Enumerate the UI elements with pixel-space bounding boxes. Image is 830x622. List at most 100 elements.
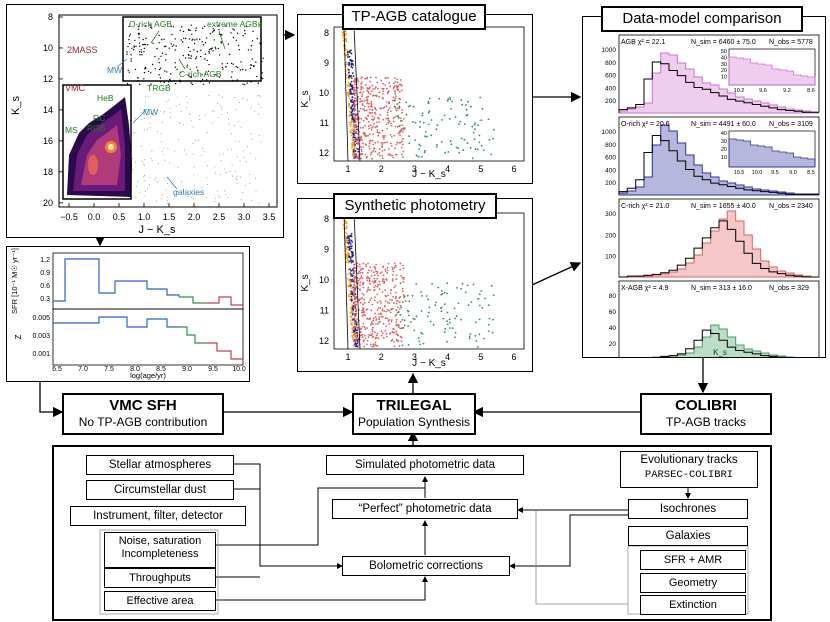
inset-ytick: 10 — [721, 75, 727, 81]
sfh-ytick-bot: 0.001 — [32, 351, 50, 358]
evo-sub: PARSEC-COLIBRI — [644, 469, 734, 481]
inset-ytick: 20 — [721, 68, 727, 74]
cmd-xtick: 3.5 — [263, 212, 276, 222]
cmd-xtick: 0.0 — [88, 212, 101, 222]
comparison-nobs: N_obs = 5778 — [769, 39, 813, 46]
label-extreme: extreme AGBs — [207, 19, 262, 29]
label-mw1: MW — [107, 65, 122, 75]
sfh-ylabel-bot: Z — [14, 334, 23, 339]
cat-xtick: 2 — [379, 164, 384, 174]
sfh-ylabel-top: SFR [10⁻¹ M☉ yr⁻¹] — [10, 248, 19, 314]
syn-xtick: 1 — [345, 352, 350, 362]
label-heb: HeB — [97, 93, 114, 103]
sfh-xlabel: log(age/yr) — [130, 371, 166, 380]
extinction-box[interactable]: Extinction — [640, 595, 746, 615]
comparison-ytick: 800 — [605, 142, 616, 149]
cmd-ylabel: K_s — [10, 96, 22, 115]
sfh-xtick: 7.5 — [104, 366, 114, 373]
comparison-ytick: 1000 — [602, 129, 617, 136]
inset-xtick: 10.2 — [734, 88, 745, 94]
vmc-sfh-title: VMC SFH — [109, 397, 177, 414]
cmd-xtick: 1.0 — [138, 212, 151, 222]
comparison-ytick: 800 — [605, 60, 616, 67]
comparison-ytick: 600 — [605, 155, 616, 162]
label-orich: O-rich AGB — [129, 19, 172, 29]
vmc-sfh-sub: No TP-AGB contribution — [78, 415, 208, 429]
noise-box[interactable]: Noise, saturation Incompleteness — [104, 532, 216, 568]
synthetic-ylabel: K_s — [300, 274, 311, 291]
label-galaxies: galaxies — [173, 187, 204, 197]
geometry-box[interactable]: Geometry — [640, 573, 746, 593]
comparison-label: O-rich χ² = 20.6 — [621, 121, 670, 128]
label-crich: C-rich AGB — [179, 69, 222, 79]
syn-xtick: 6 — [511, 352, 516, 362]
colibri-box[interactable]: COLIBRI TP-AGB tracks — [640, 393, 772, 435]
comparison-ytick: 300 — [605, 211, 616, 218]
stellar-atmospheres-box[interactable]: Stellar atmospheres — [86, 455, 234, 475]
comparison-nsim: N_sim = 4491 ± 60.0 — [691, 121, 756, 128]
sfh-xtick: 6.5 — [52, 366, 62, 373]
cmd-scatter — [126, 24, 264, 205]
comparison-ytick: 400 — [605, 85, 616, 92]
instrument-box[interactable]: Instrument, filter, detector — [70, 506, 246, 526]
comparison-nobs: N_obs = 329 — [769, 285, 809, 292]
bolometric-box[interactable]: Bolometric corrections — [342, 556, 510, 576]
sfh-ytick-top: 0.3 — [40, 296, 50, 303]
trilegal-box[interactable]: TRILEGAL Population Synthesis — [352, 393, 476, 435]
comparison-title: Data-model comparison — [601, 6, 803, 32]
sfh-ytick-top: 0.9 — [40, 270, 50, 277]
comparison-nobs: N_obs = 3109 — [769, 121, 813, 128]
inset-xtick: 9.5 — [771, 170, 779, 176]
comparison-ytick: 80 — [609, 293, 617, 300]
throughputs-box[interactable]: Throughputs — [104, 568, 216, 588]
inset-ytick: 20 — [721, 147, 727, 153]
inset-ytick: 30 — [721, 62, 727, 68]
cat-xtick: 5 — [478, 164, 483, 174]
colibri-sub: TP-AGB tracks — [665, 415, 746, 429]
isochrones-box[interactable]: Isochrones — [628, 499, 748, 519]
comparison-xlabel: K_s — [713, 348, 727, 357]
comparison-ytick: 200 — [605, 232, 616, 239]
vmc-region — [62, 84, 132, 200]
label-rgb: RGB — [87, 123, 106, 133]
inset-xtick: 10.5 — [734, 170, 745, 176]
inset-ytick: 10 — [721, 155, 727, 161]
cat-xtick: 4 — [445, 164, 450, 174]
syn-ytick: 8 — [324, 214, 329, 224]
cmd-ytick: 16 — [43, 136, 53, 146]
cmd-ytick: 8 — [48, 12, 53, 22]
syn-ytick: 12 — [319, 336, 329, 346]
syn-xtick: 4 — [445, 352, 450, 362]
comparison-label: C-rich χ² = 21.0 — [621, 203, 669, 210]
sfh-xtick: 8.0 — [130, 366, 140, 373]
vmc-sfh-box[interactable]: VMC SFH No TP-AGB contribution — [62, 393, 224, 435]
comparison-ytick: 60 — [609, 309, 617, 316]
sfr-amr-box[interactable]: SFR + AMR — [640, 550, 746, 570]
sfh-ytick-top: 0.6 — [40, 283, 50, 290]
perfect-data-box[interactable]: “Perfect” photometric data — [332, 499, 518, 519]
syn-xtick: 5 — [478, 352, 483, 362]
effective-area-box[interactable]: Effective area — [104, 591, 216, 611]
simulated-data-box[interactable]: Simulated photometric data — [326, 455, 524, 475]
flow-container — [52, 445, 772, 621]
cat-ytick: 8 — [324, 28, 329, 38]
syn-ytick: 11 — [320, 306, 329, 316]
evolutionary-tracks-box[interactable]: Evolutionary tracks PARSEC-COLIBRI — [620, 451, 758, 488]
comparison-nsim: N_sim = 6460 ± 75.0 — [691, 39, 756, 46]
cat-ytick: 9 — [324, 58, 329, 68]
circumstellar-dust-box[interactable]: Circumstellar dust — [86, 480, 234, 500]
comparison-label: X-AGB χ² = 4.9 — [621, 285, 669, 292]
label-rc: RC — [93, 113, 105, 123]
cmd-xlabel: J − K_s — [139, 224, 176, 236]
galaxies-box[interactable]: Galaxies — [628, 526, 748, 546]
noise-line2: Incompleteness — [121, 548, 199, 560]
comparison-ytick: 200 — [605, 98, 616, 105]
cat-xtick: 3 — [412, 164, 417, 174]
cat-ytick: 12 — [319, 148, 329, 158]
